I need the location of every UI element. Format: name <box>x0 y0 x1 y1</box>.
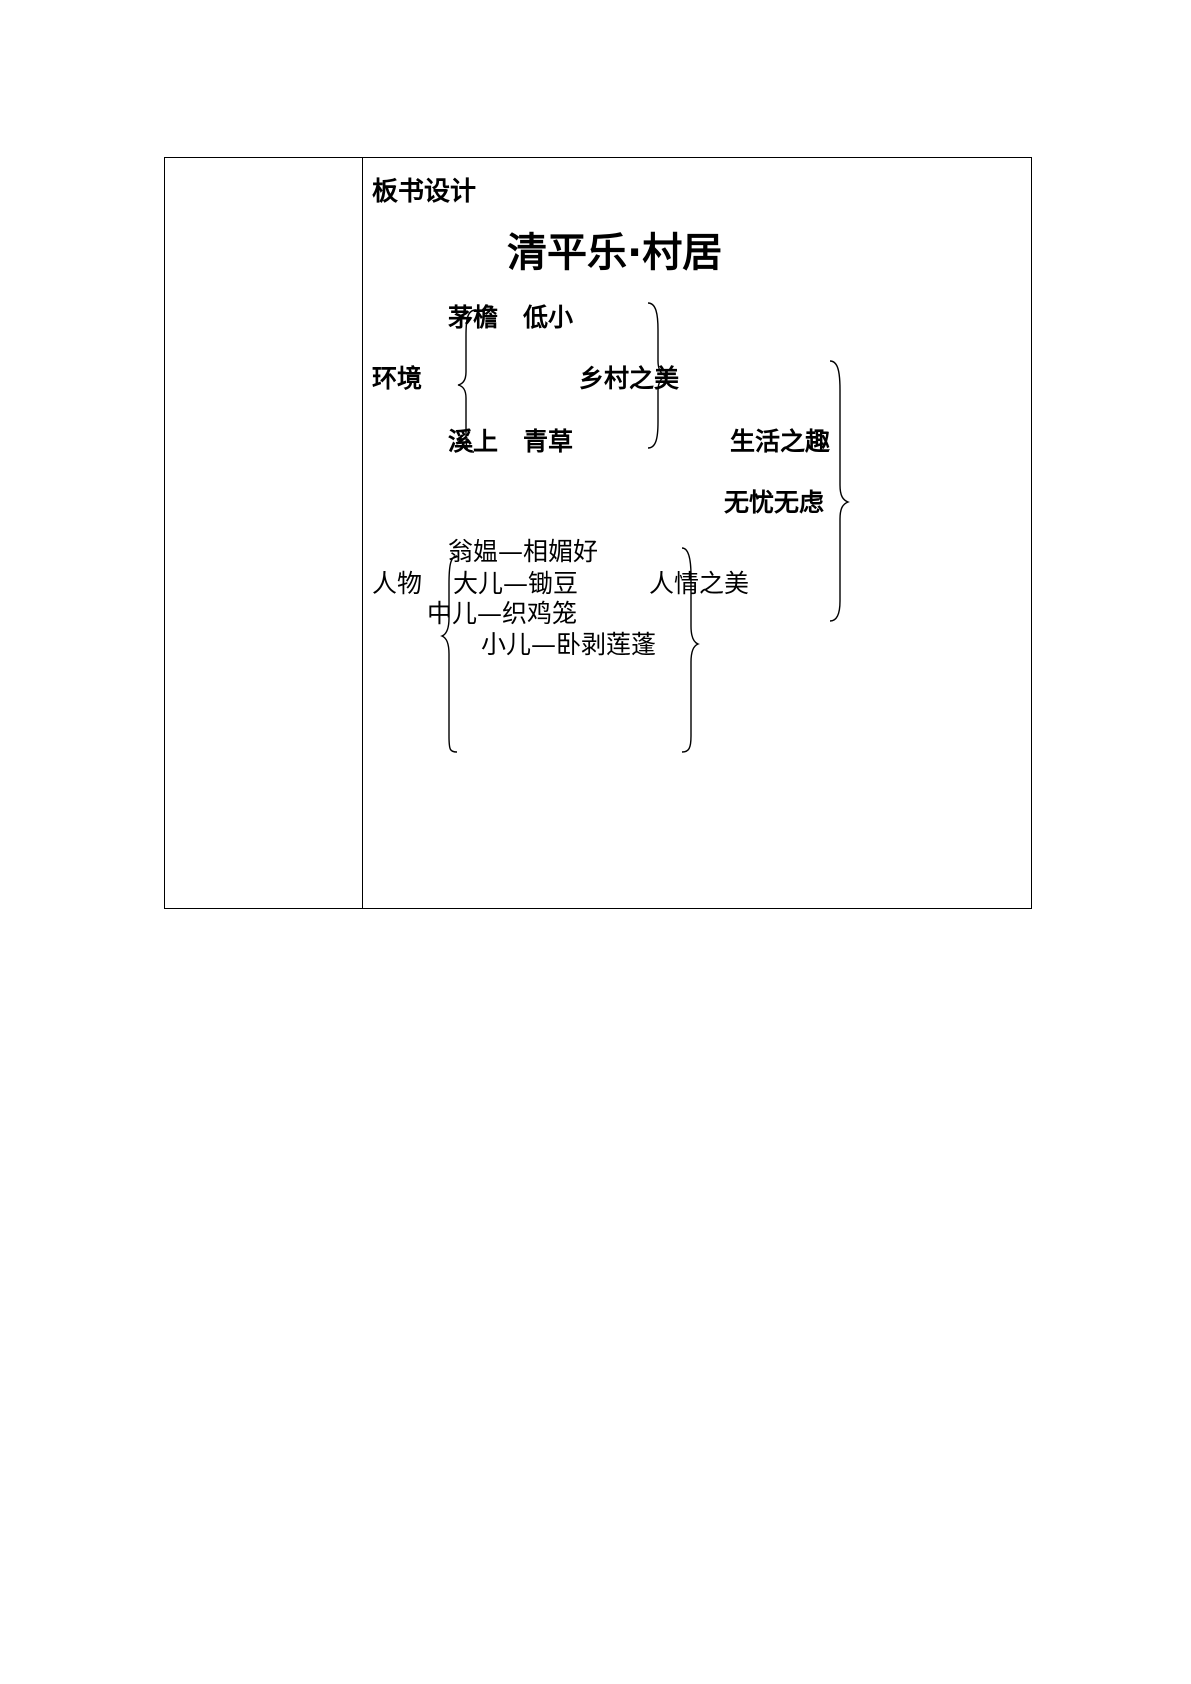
character-item: 翁媪—相媚好 <box>448 537 599 566</box>
environment-label: 环境 <box>372 364 423 393</box>
left-cell <box>165 158 362 908</box>
character-item: 大儿—锄豆 <box>453 569 579 598</box>
brace-lines <box>440 302 850 753</box>
right-brace-environment <box>647 302 668 449</box>
board-design-heading: 板书设计 <box>372 177 477 207</box>
environment-line-2: 溪上 青草 <box>448 427 574 456</box>
environment-line-1: 茅檐 低小 <box>448 303 574 332</box>
left-brace-environment <box>457 309 477 453</box>
right-brace-characters <box>681 547 700 753</box>
column-divider <box>362 158 363 908</box>
board-design-cell: 板书设计 清平乐·村居 环境 茅檐 低小 溪上 青草 乡村之美 生活之趣 无忧无… <box>364 158 1031 908</box>
overall-line-2: 无忧无虑 <box>724 488 825 517</box>
overall-line-1: 生活之趣 <box>730 427 831 456</box>
right-brace-overall <box>829 360 850 622</box>
character-item: 中儿—织鸡笼 <box>427 599 578 628</box>
left-brace-characters <box>440 555 458 753</box>
lesson-table: 板书设计 清平乐·村居 环境 茅檐 低小 溪上 青草 乡村之美 生活之趣 无忧无… <box>164 157 1032 909</box>
characters-summary: 人情之美 <box>649 569 750 598</box>
poem-title: 清平乐·村居 <box>507 230 723 276</box>
characters-label: 人物 <box>372 569 423 598</box>
character-item: 小儿—卧剥莲蓬 <box>481 630 657 659</box>
